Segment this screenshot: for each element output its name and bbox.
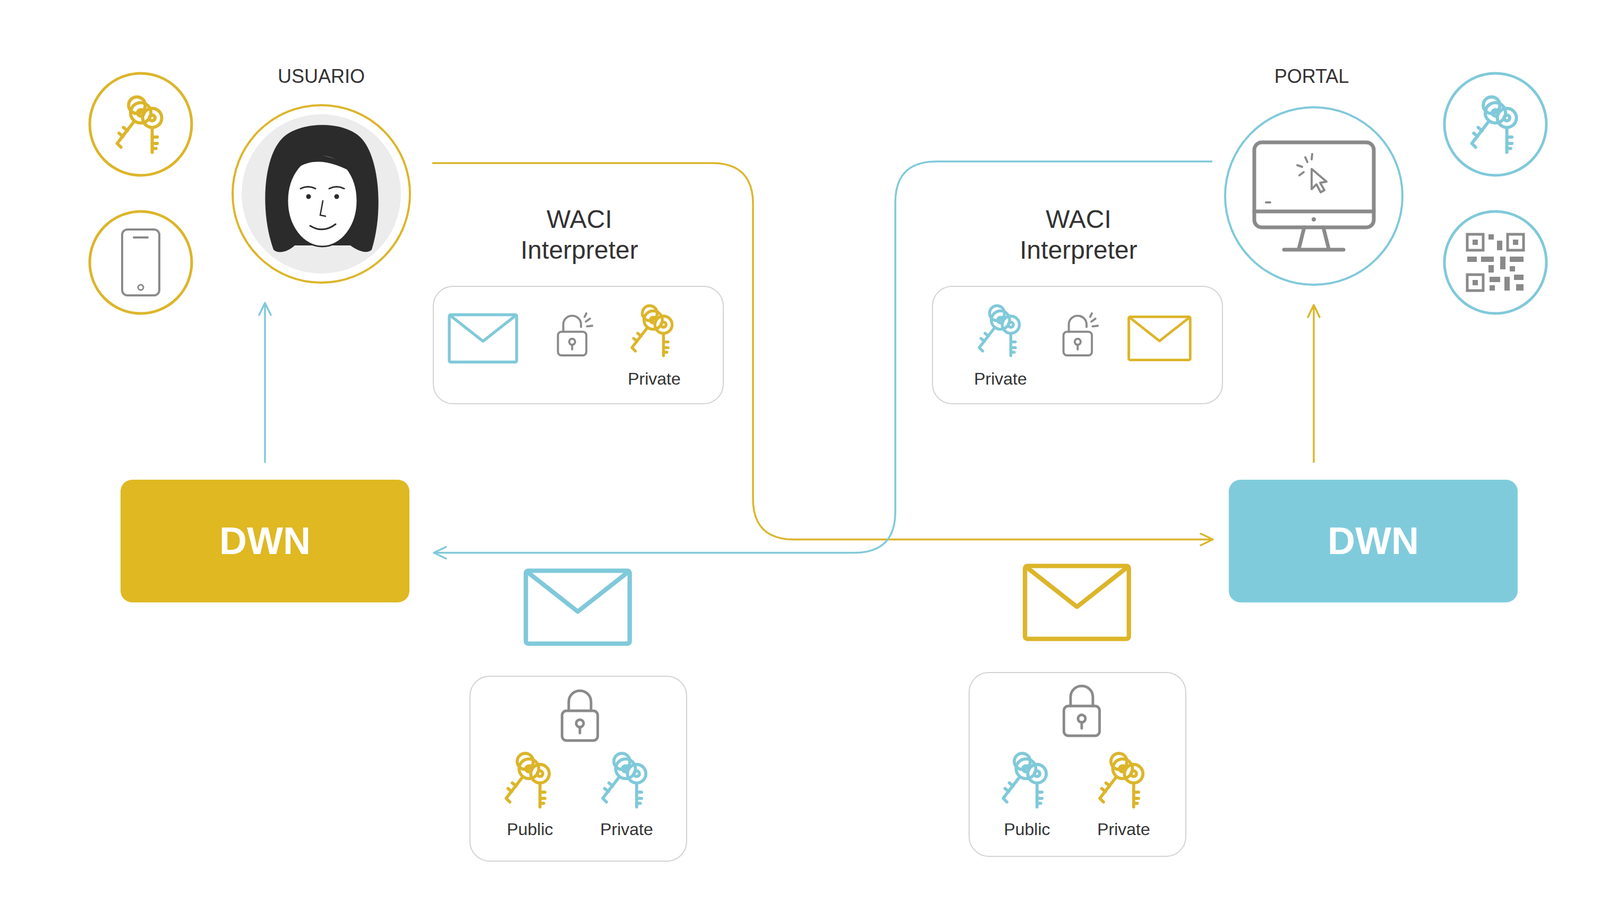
phone-badge bbox=[89, 211, 192, 314]
circle-outline bbox=[1224, 106, 1404, 286]
flow-arrow bbox=[263, 302, 267, 463]
private-key-icon bbox=[631, 305, 673, 356]
qr-badge bbox=[1516, 284, 1524, 291]
qr-badge bbox=[1513, 274, 1524, 280]
private-key-icon bbox=[1099, 753, 1143, 807]
qr-badge bbox=[1472, 279, 1478, 286]
flow-arrow bbox=[432, 163, 1213, 540]
keys-badge bbox=[89, 73, 192, 176]
envelope-icon bbox=[449, 314, 517, 362]
node-heading: PORTAL bbox=[1274, 64, 1350, 88]
interpreter-box: WACI InterpreterPrivate bbox=[432, 285, 724, 405]
monitor-icon bbox=[1254, 142, 1374, 250]
lock-icon bbox=[1063, 685, 1100, 736]
key-pair-box: Public Private bbox=[968, 671, 1187, 857]
user-portrait bbox=[300, 186, 345, 190]
key-label: Private bbox=[973, 368, 1028, 389]
qr-badge bbox=[1467, 234, 1484, 251]
monitor-icon bbox=[1311, 168, 1327, 193]
qr-badge bbox=[1500, 256, 1506, 270]
qr-badge bbox=[1444, 211, 1547, 314]
lock-icon bbox=[561, 690, 598, 741]
qr-badge bbox=[1489, 285, 1495, 291]
qr-badge bbox=[1504, 276, 1510, 291]
user-portrait bbox=[310, 224, 336, 230]
message-envelope bbox=[1024, 565, 1129, 639]
qr-badge bbox=[1507, 234, 1524, 251]
keys-badge bbox=[117, 96, 162, 152]
user-portrait bbox=[241, 114, 401, 274]
key-label: Private bbox=[600, 818, 654, 840]
qr-badge bbox=[1467, 274, 1484, 291]
interpreter-box: WACI InterpreterPrivate bbox=[931, 285, 1223, 405]
qr-badge bbox=[1488, 264, 1494, 273]
qr-badge bbox=[1444, 211, 1547, 314]
dwn-label: DWN bbox=[219, 517, 311, 564]
private-key-icon bbox=[979, 305, 1020, 356]
open-lock-icon bbox=[1063, 313, 1099, 356]
key-label: Private bbox=[627, 368, 681, 389]
monitor-icon bbox=[1254, 142, 1374, 228]
phone-badge bbox=[133, 236, 148, 239]
circle-outline bbox=[1225, 107, 1403, 285]
user-portrait bbox=[241, 114, 401, 274]
user-portrait bbox=[334, 194, 340, 200]
envelope-icon bbox=[1128, 316, 1191, 360]
node-heading: WACI Interpreter bbox=[491, 203, 667, 265]
user-portrait bbox=[306, 194, 312, 200]
monitor-icon bbox=[1265, 201, 1271, 204]
keys-badge bbox=[1472, 96, 1517, 152]
phone-badge bbox=[138, 284, 144, 290]
user-portrait bbox=[320, 200, 326, 217]
monitor-icon bbox=[1298, 227, 1329, 249]
key-label: Private bbox=[1097, 818, 1151, 840]
qr-badge bbox=[1489, 276, 1501, 282]
public-key-icon bbox=[506, 753, 550, 807]
portal-circle: PORTAL bbox=[1224, 106, 1404, 286]
keys-badge bbox=[1444, 73, 1547, 176]
qr-badge bbox=[1509, 266, 1516, 272]
user-portrait bbox=[264, 124, 379, 252]
qr-badge bbox=[1512, 239, 1519, 245]
private-key-icon bbox=[602, 753, 646, 807]
keys-badge bbox=[89, 73, 192, 176]
qr-badge bbox=[1467, 256, 1477, 262]
user-portrait bbox=[287, 155, 357, 181]
key-label: Public bbox=[1003, 818, 1050, 840]
monitor-icon bbox=[1311, 217, 1316, 222]
user-circle: USUARIO bbox=[231, 104, 412, 284]
qr-badge bbox=[1496, 240, 1503, 251]
qr-badge bbox=[1488, 234, 1494, 240]
monitor-icon bbox=[1254, 209, 1374, 214]
node-heading: USUARIO bbox=[277, 64, 365, 88]
qr-badge bbox=[1509, 256, 1524, 262]
circle-outline bbox=[231, 104, 412, 284]
keys-badge bbox=[1444, 73, 1547, 176]
key-pair-box: Public Private bbox=[469, 675, 688, 862]
key-label: Public bbox=[506, 818, 553, 840]
message-envelope bbox=[525, 570, 630, 644]
monitor-icon bbox=[1284, 247, 1344, 252]
node-heading: WACI Interpreter bbox=[990, 203, 1167, 265]
flow-arrow bbox=[433, 161, 1213, 553]
user-portrait bbox=[287, 155, 358, 247]
phone-badge bbox=[122, 229, 160, 296]
dwn-label: DWN bbox=[1327, 517, 1419, 564]
qr-badge bbox=[1481, 256, 1494, 262]
dwn-box: DWN bbox=[1228, 479, 1518, 603]
qr-badge bbox=[1472, 239, 1478, 245]
dwn-box: DWN bbox=[120, 479, 410, 603]
phone-badge bbox=[89, 211, 192, 314]
flow-arrow bbox=[1312, 304, 1315, 463]
circle-outline bbox=[232, 105, 410, 283]
public-key-icon bbox=[1003, 753, 1047, 807]
monitor-icon bbox=[1297, 153, 1313, 176]
open-lock-icon bbox=[558, 313, 593, 356]
